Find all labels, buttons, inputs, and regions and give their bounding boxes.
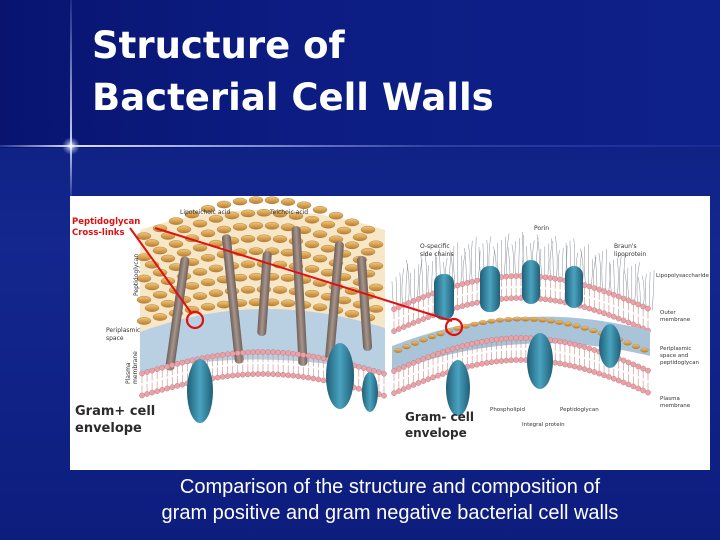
label-braun-1: Braun's <box>614 243 637 250</box>
label-periplasmic-space-2: space <box>106 335 124 342</box>
slide-caption: Comparison of the structure and composit… <box>70 474 710 526</box>
gram-negative-panel: Porin O-specific side chains Braun's lip… <box>391 225 710 440</box>
gram-negative-title-1: Gram- cell <box>405 410 474 424</box>
gram-positive-title-2: envelope <box>75 421 142 436</box>
caption-line-2: gram positive and gram negative bacteria… <box>161 502 619 524</box>
teichoic-acid-tubes <box>165 226 373 371</box>
gram-positive-integral-proteins <box>187 343 378 423</box>
decor-horizontal-line <box>0 145 720 147</box>
label-outer-membrane-2: membrane <box>660 317 691 323</box>
label-porin: Porin <box>534 225 549 232</box>
slide-title-line-1: Structure of <box>92 24 345 67</box>
decor-sparkle <box>62 137 80 155</box>
callout-label-2: Cross-links <box>72 228 125 238</box>
lipopolysaccharide-fringe <box>391 232 655 311</box>
label-phospholipid: Phospholipid <box>490 407 525 413</box>
label-lipoteichoic-acid: Lipoteichoic acid <box>180 209 230 216</box>
callout-circle-gram-neg <box>444 317 464 337</box>
gram-positive-title-1: Gram+ cell <box>75 404 155 419</box>
gram-positive-periplasm <box>140 298 385 374</box>
gram-negative-title-2: envelope <box>405 426 467 440</box>
callout-line-gram-neg <box>154 227 453 322</box>
label-gram-neg-plasma-2: membrane <box>660 403 691 409</box>
cell-wall-diagram: Lipoteichoic acid Teichoic acid Peptidog… <box>72 196 710 440</box>
title-band <box>0 0 720 148</box>
label-integral-protein: Integral protein <box>522 422 565 428</box>
label-o-specific-2: side chains <box>420 251 454 258</box>
callout-line-gram-pos <box>129 227 193 315</box>
cell-wall-figure: Lipoteichoic acid Teichoic acid Peptidog… <box>70 196 710 470</box>
gram-positive-panel: Lipoteichoic acid Teichoic acid Peptidog… <box>75 196 387 436</box>
peptidoglycan-callout: Peptidoglycan Cross-links <box>72 217 464 337</box>
label-teichoic-acid: Teichoic acid <box>269 209 308 216</box>
caption-line-1: Comparison of the structure and composit… <box>179 476 601 498</box>
label-o-specific-1: O-specific <box>420 243 450 250</box>
callout-label-1: Peptidoglycan <box>72 217 140 227</box>
label-periplasmic-1: Periplasmic <box>660 346 691 352</box>
label-periplasmic-space-1: Periplasmic <box>106 327 140 334</box>
decor-vertical-line <box>70 0 72 200</box>
label-gram-neg-plasma-1: Plasma <box>660 396 680 402</box>
slide-title: Structure of Bacterial Cell Walls <box>92 20 692 124</box>
gram-negative-peptidoglycan <box>393 316 649 353</box>
label-gram-pos-peptidoglycan: Peptidoglycan <box>133 254 140 296</box>
label-braun-2: lipoprotein <box>614 251 646 258</box>
gram-negative-plasma-membrane <box>391 335 651 396</box>
slide-title-line-2: Bacterial Cell Walls <box>92 76 494 119</box>
label-lipopolysaccharide: Lipopolysaccharide <box>656 273 710 279</box>
label-gram-pos-plasma-2: membrane <box>132 351 139 384</box>
label-gram-neg-peptidoglycan: Peptidoglycan <box>560 407 599 413</box>
label-gram-pos-plasma-1: Plasma <box>125 362 132 384</box>
label-outer-membrane-1: Outer <box>660 310 676 316</box>
label-periplasmic-2: space and <box>660 353 688 359</box>
gram-negative-proteins <box>434 260 621 416</box>
label-periplasmic-3: peptidoglycan <box>660 360 700 366</box>
callout-circle-gram-pos <box>185 310 205 330</box>
